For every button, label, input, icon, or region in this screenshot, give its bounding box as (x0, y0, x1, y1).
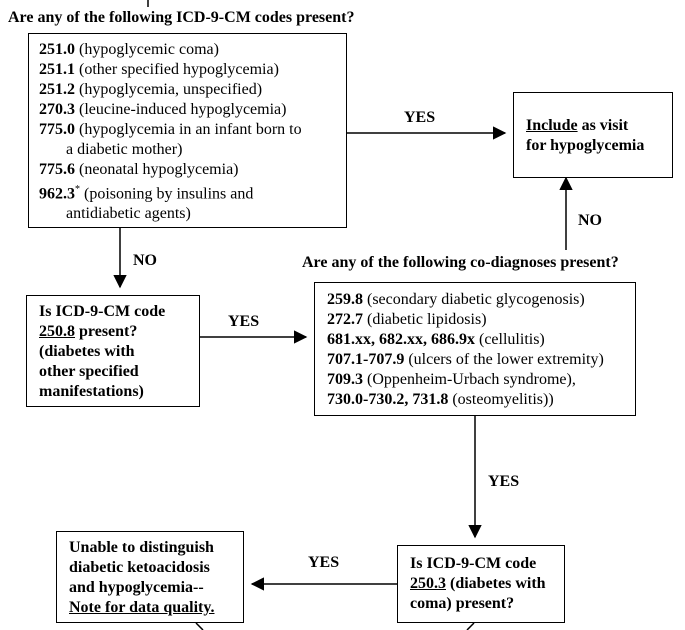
codiag-item: 681.xx, 682.xx, 686.9x (cellulitis) (327, 330, 635, 350)
icd-code: 775.0 (39, 121, 75, 138)
codiag-code: 681.xx, 682.xx, 686.9x (327, 331, 475, 348)
icd-code-description-continued: a diabetic mother) (66, 141, 183, 158)
include-line1-rest: as visit (577, 117, 629, 134)
include-label: Include (526, 117, 578, 134)
edge-label-yes-to-include: YES (404, 109, 436, 126)
q2-code-250-8-box: Is ICD-9-CM code 250.8 present? (diabete… (26, 295, 200, 407)
icd-code-description: (poisoning by insulins and (84, 185, 254, 203)
icd-code: 251.1 (39, 61, 75, 78)
codiag-code: 272.7 (327, 311, 363, 328)
icd-code-description: (hypoglycemia, unspecified) (79, 81, 263, 98)
unable-distinguish-box: Unable to distinguish diabetic ketoacido… (56, 531, 244, 623)
q2-line5: manifestations) (39, 383, 144, 400)
codiag-description: (secondary diabetic glycogenosis) (363, 291, 585, 308)
q2-code: 250.8 (39, 323, 75, 340)
codiag-code: 707.1-707.9 (327, 351, 405, 368)
icd-code-item: 270.3 (leucine-induced hypoglycemia) (39, 100, 346, 120)
icd-code-description: (hypoglycemia in an infant born to (79, 121, 302, 138)
codiag-code: 259.8 (327, 291, 363, 308)
codiag-item: 707.1-707.9 (ulcers of the lower extremi… (327, 350, 635, 370)
icd-code-description: (neonatal hypoglycemia) (79, 161, 239, 178)
codiag-code: 730.0-730.2, 731.8 (327, 391, 449, 408)
q3-line3: coma) present? (410, 595, 515, 612)
codiag-item: 730.0-730.2, 731.8 (osteomyelitis)) (327, 390, 635, 410)
codiag-description: (ulcers of the lower extremity) (404, 351, 604, 368)
q3-code: 250.3 (410, 575, 446, 592)
q2-line2-rest: present? (75, 323, 138, 340)
codiag-codes-box: 259.8 (secondary diabetic glycogenosis)2… (314, 282, 636, 416)
edge-label-no-to-q2: NO (133, 252, 157, 269)
q2-line4: other specified (39, 363, 139, 380)
icd-code: 270.3 (39, 101, 75, 118)
codiag-question-heading: Are any of the following co-diagnoses pr… (302, 254, 619, 271)
icd-code-description: (hypoglycemic coma) (79, 41, 219, 58)
codiag-description: (Oppenheim-Urbach syndrome), (363, 371, 576, 388)
codiag-code: 709.3 (327, 371, 363, 388)
edge-label-yes-q2-to-codiag: YES (228, 313, 260, 330)
footnote-marker: * (75, 184, 80, 195)
codiag-codes-list: 259.8 (secondary diabetic glycogenosis)2… (327, 290, 635, 410)
edge-label-no-to-include: NO (578, 212, 602, 229)
edge-label-yes-codiag-to-q3: YES (488, 473, 520, 490)
icd-codes-box: 251.0 (hypoglycemic coma)251.1 (other sp… (28, 33, 347, 228)
include-visit-box: Include as visit for hypoglycemia (513, 92, 673, 178)
codiag-item: 709.3 (Oppenheim-Urbach syndrome), (327, 370, 635, 390)
q3-line1: Is ICD-9-CM code (410, 555, 537, 572)
icd-code: 251.2 (39, 81, 75, 98)
icd-code: 962.3 (39, 185, 75, 203)
edge-label-yes-q3-to-unable: YES (308, 554, 340, 571)
icd-code-item: 251.2 (hypoglycemia, unspecified) (39, 80, 346, 100)
codiag-description: (cellulitis) (475, 331, 545, 348)
codiag-item: 272.7 (diabetic lipidosis) (327, 310, 635, 330)
icd-code: 775.6 (39, 161, 75, 178)
q3-line2-rest: (diabetes with (446, 575, 546, 592)
icd-code-description-continued: antidiabetic agents) (66, 205, 191, 223)
icd-code-description: (other specified hypoglycemia) (79, 61, 279, 78)
icd-code-item: 251.0 (hypoglycemic coma) (39, 40, 346, 60)
icd-code-item: 251.1 (other specified hypoglycemia) (39, 60, 346, 80)
icd-codes-list: 251.0 (hypoglycemic coma)251.1 (other sp… (39, 40, 346, 224)
bottom-right-stub (466, 622, 475, 630)
unable-line4: Note for data quality. (69, 599, 215, 616)
q2-line1: Is ICD-9-CM code (39, 303, 166, 320)
icd-code-item: 775.0 (hypoglycemia in an infant born to (39, 120, 346, 140)
include-line2: for hypoglycemia (526, 137, 645, 154)
icd-code-item: 962.3* (poisoning by insulins and (39, 180, 346, 204)
codiag-description: (osteomyelitis)) (448, 391, 554, 408)
icd-code: 251.0 (39, 41, 75, 58)
unable-line1: Unable to distinguish (69, 539, 214, 556)
codes-question-heading: Are any of the following ICD-9-CM codes … (8, 9, 355, 26)
q2-line3: (diabetes with (39, 343, 135, 360)
codiag-item: 259.8 (secondary diabetic glycogenosis) (327, 290, 635, 310)
q3-code-250-3-box: Is ICD-9-CM code 250.3 (diabetes with co… (397, 545, 565, 623)
codiag-description: (diabetic lipidosis) (363, 311, 487, 328)
unable-line3: and hypoglycemia-- (69, 579, 204, 596)
icd-code-description: (leucine-induced hypoglycemia) (79, 101, 287, 118)
icd-code-item: 775.6 (neonatal hypoglycemia) (39, 160, 346, 180)
unable-line2: diabetic ketoacidosis (69, 559, 210, 576)
bottom-left-stub (195, 622, 204, 630)
